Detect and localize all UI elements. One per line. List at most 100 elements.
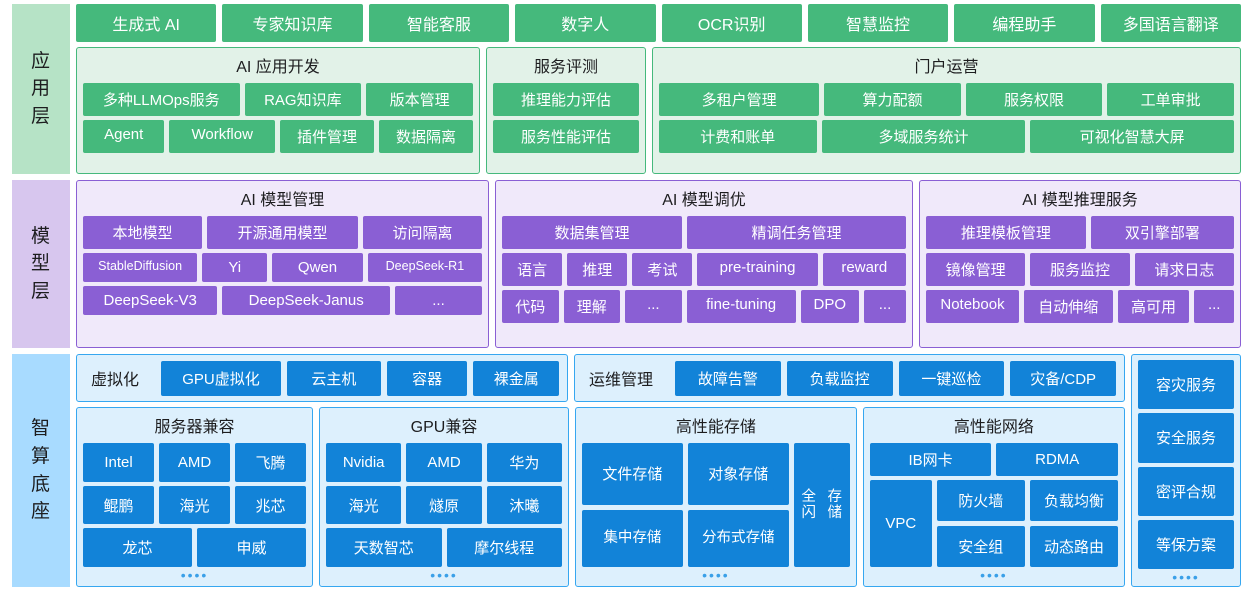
- chip-intel[interactable]: Intel: [83, 443, 154, 482]
- chip-mlps-solution[interactable]: 等保方案: [1138, 519, 1234, 569]
- chip-more-2[interactable]: ...: [863, 290, 907, 323]
- chip-vpc[interactable]: VPC: [869, 480, 932, 567]
- chip-ticket-approval[interactable]: 工单审批: [1107, 83, 1234, 116]
- chip-compute-quota[interactable]: 算力配额: [824, 83, 961, 116]
- chip-gpu-virtualization[interactable]: GPU虚拟化: [161, 360, 282, 396]
- chip-high-availability[interactable]: 高可用: [1117, 290, 1190, 323]
- chip-reward[interactable]: reward: [822, 253, 907, 286]
- chip-finetune-task-mgmt[interactable]: 精调任务管理: [687, 216, 906, 249]
- chip-moore-threads[interactable]: 摩尔线程: [446, 528, 562, 568]
- app-pill-digital-human[interactable]: 数字人: [515, 4, 656, 42]
- app-pill-coding-assistant[interactable]: 编程助手: [954, 4, 1095, 42]
- chip-metax[interactable]: 沐曦: [486, 485, 562, 525]
- chip-rag-kb[interactable]: RAG知识库: [244, 83, 362, 116]
- chip-version-mgmt[interactable]: 版本管理: [366, 83, 473, 116]
- chip-understand[interactable]: 理解: [563, 290, 621, 323]
- chip-llmops[interactable]: 多种LLMOps服务: [83, 83, 240, 116]
- chip-pre-training[interactable]: pre-training: [697, 253, 818, 286]
- chip-load-monitor[interactable]: 负载监控: [786, 360, 893, 396]
- chip-zhaoxin[interactable]: 兆芯: [235, 485, 306, 525]
- chip-disaster-cdp[interactable]: 灾备/CDP: [1010, 360, 1117, 396]
- chip-amd[interactable]: AMD: [159, 443, 230, 482]
- app-pill-smart-monitor[interactable]: 智慧监控: [807, 4, 949, 42]
- chip-multi-domain-stats[interactable]: 多域服务统计: [821, 120, 1026, 153]
- chip-firewall[interactable]: 防火墙: [936, 480, 1025, 521]
- chip-security-group[interactable]: 安全组: [936, 526, 1025, 567]
- chip-one-click-inspect[interactable]: 一键巡检: [898, 360, 1005, 396]
- chip-phytium[interactable]: 飞腾: [235, 443, 306, 482]
- chip-multi-tenant[interactable]: 多租户管理: [659, 83, 820, 116]
- chip-local-model[interactable]: 本地模型: [83, 216, 202, 249]
- chip-enflame[interactable]: 燧原: [406, 485, 482, 525]
- chip-opensource-model[interactable]: 开源通用模型: [206, 216, 359, 249]
- chip-more[interactable]: ...: [625, 290, 682, 323]
- chip-more[interactable]: ...: [395, 286, 482, 315]
- app-pill-generative-ai[interactable]: 生成式 AI: [76, 4, 217, 42]
- chip-agent[interactable]: Agent: [83, 120, 165, 153]
- chip-deepseek-r1[interactable]: DeepSeek-R1: [367, 253, 482, 282]
- chip-kunpeng[interactable]: 鲲鹏: [83, 485, 154, 525]
- chip-all-flash-storage[interactable]: 全闪存储: [793, 443, 850, 567]
- group-title: 门户运营: [914, 59, 979, 76]
- app-pill-smart-service[interactable]: 智能客服: [368, 4, 510, 42]
- chip-service-permission[interactable]: 服务权限: [965, 83, 1103, 116]
- chip-deepseek-v3[interactable]: DeepSeek-V3: [83, 286, 218, 315]
- chip-performance-eval[interactable]: 服务性能评估: [493, 120, 639, 153]
- chip-disaster-recovery-service[interactable]: 容灾服务: [1138, 360, 1234, 410]
- chip-loongson[interactable]: 龙芯: [83, 528, 192, 568]
- chip-security-service[interactable]: 安全服务: [1138, 413, 1234, 463]
- app-pill-ocr[interactable]: OCR识别: [661, 4, 802, 42]
- chip-fine-tuning[interactable]: fine-tuning: [686, 290, 796, 323]
- chip-bare-metal[interactable]: 裸金属: [473, 360, 560, 396]
- chip-language[interactable]: 语言: [502, 253, 563, 286]
- chip-image-mgmt[interactable]: 镜像管理: [926, 253, 1026, 286]
- app-pill-translation[interactable]: 多国语言翻译: [1100, 4, 1241, 42]
- chip-amd[interactable]: AMD: [406, 443, 482, 482]
- chip-iluvatar[interactable]: 天数智芯: [326, 528, 442, 568]
- chip-plugin-mgmt[interactable]: 插件管理: [280, 120, 374, 153]
- chip-load-balancer[interactable]: 负载均衡: [1029, 480, 1119, 521]
- chip-autoscaling[interactable]: 自动伸缩: [1023, 290, 1113, 323]
- chip-huawei[interactable]: 华为: [486, 443, 562, 482]
- chip-hygon[interactable]: 海光: [326, 485, 402, 525]
- chip-billing[interactable]: 计费和账单: [659, 120, 817, 153]
- chip-dpo[interactable]: DPO: [800, 290, 859, 323]
- group-ai-app-development: AI 应用开发 多种LLMOps服务 RAG知识库 版本管理 Agent Wor…: [76, 47, 480, 174]
- chip-code[interactable]: 代码: [502, 290, 559, 323]
- app-pill-expert-kb[interactable]: 专家知识库: [222, 4, 363, 42]
- chip-object-storage[interactable]: 对象存储: [687, 443, 789, 505]
- chip-ib-nic[interactable]: IB网卡: [869, 443, 992, 476]
- chip-qwen[interactable]: Qwen: [272, 253, 363, 282]
- chip-stablediffusion[interactable]: StableDiffusion: [83, 253, 198, 282]
- chip-nvidia[interactable]: Nvidia: [326, 443, 402, 482]
- chip-sunway[interactable]: 申威: [197, 528, 306, 568]
- chip-file-storage[interactable]: 文件存储: [582, 443, 683, 505]
- chip-reasoning-eval[interactable]: 推理能力评估: [493, 83, 639, 116]
- chip-reasoning[interactable]: 推理: [567, 253, 628, 286]
- chip-yi[interactable]: Yi: [202, 253, 268, 282]
- chip-hygon[interactable]: 海光: [159, 485, 230, 525]
- chip-visual-dashboard[interactable]: 可视化智慧大屏: [1030, 120, 1234, 153]
- chip-dataset-mgmt[interactable]: 数据集管理: [502, 216, 683, 249]
- chip-service-monitor[interactable]: 服务监控: [1030, 253, 1130, 286]
- chip-cloud-host[interactable]: 云主机: [287, 360, 381, 396]
- chip-crypto-compliance[interactable]: 密评合规: [1138, 466, 1234, 516]
- chip-more[interactable]: ...: [1194, 290, 1234, 323]
- chip-distributed-storage[interactable]: 分布式存储: [687, 509, 789, 568]
- chip-fault-alarm[interactable]: 故障告警: [675, 360, 781, 396]
- chip-workflow[interactable]: Workflow: [169, 120, 276, 153]
- chip-row: 海光 燧原 沐曦: [326, 485, 562, 525]
- chip-access-isolation[interactable]: 访问隔离: [363, 216, 482, 249]
- chip-notebook[interactable]: Notebook: [926, 290, 1019, 323]
- chip-deepseek-janus[interactable]: DeepSeek-Janus: [222, 286, 391, 315]
- chip-data-isolation[interactable]: 数据隔离: [379, 120, 473, 153]
- chip-container[interactable]: 容器: [386, 360, 468, 396]
- chip-rdma[interactable]: RDMA: [996, 443, 1119, 476]
- chip-inference-template-mgmt[interactable]: 推理模板管理: [926, 216, 1086, 249]
- chip-centralized-storage[interactable]: 集中存储: [582, 509, 683, 568]
- chip-row: StableDiffusion Yi Qwen DeepSeek-R1: [83, 253, 482, 282]
- chip-dual-engine-deploy[interactable]: 双引擎部署: [1090, 216, 1234, 249]
- chip-dynamic-routing[interactable]: 动态路由: [1029, 526, 1119, 567]
- chip-exam[interactable]: 考试: [632, 253, 693, 286]
- chip-request-log[interactable]: 请求日志: [1134, 253, 1234, 286]
